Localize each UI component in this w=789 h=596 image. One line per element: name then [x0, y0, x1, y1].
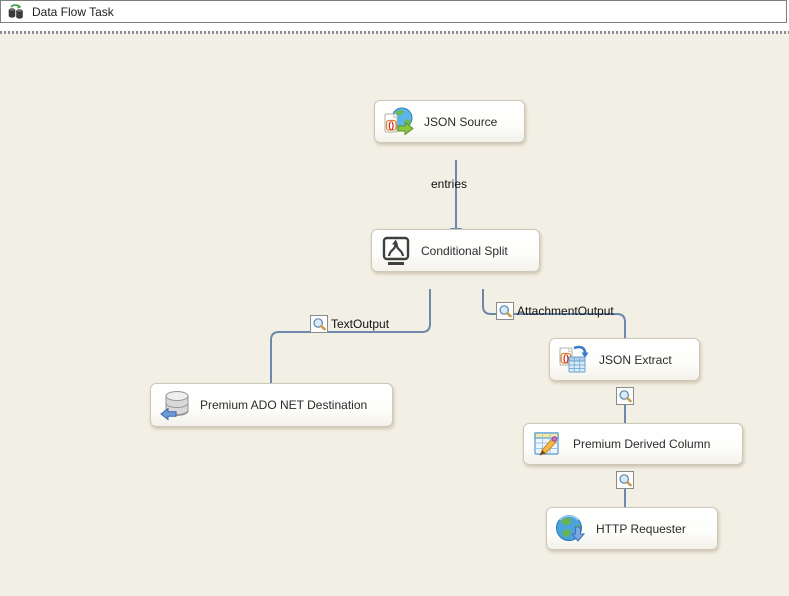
magnifier-icon — [619, 390, 632, 403]
node-label: HTTP Requester — [596, 521, 686, 536]
derived-column-icon — [532, 428, 564, 460]
node-http-requester[interactable]: HTTP Requester — [546, 507, 718, 550]
connector-label-attachmentoutput[interactable]: AttachmentOutput — [496, 302, 614, 320]
node-label: Premium Derived Column — [573, 437, 711, 451]
connector-label-entries: entries — [431, 177, 468, 191]
node-label: JSON Extract — [599, 352, 672, 367]
node-premium-ado-net-destination[interactable]: Premium ADO NET Destination — [150, 383, 393, 427]
svg-text:(): () — [388, 120, 394, 130]
data-viewer-button[interactable] — [310, 315, 328, 333]
data-viewer-button[interactable] — [616, 387, 634, 405]
data-viewer-button[interactable] — [496, 302, 514, 320]
connector-label-text: TextOutput — [331, 317, 390, 331]
json-extract-icon: () — [558, 344, 590, 376]
connector-textoutput[interactable] — [270, 289, 431, 388]
data-viewer-button[interactable] — [616, 471, 634, 489]
magnifier-icon — [619, 474, 632, 487]
data-flow-task-tab[interactable]: Data Flow Task — [0, 0, 787, 23]
connector-label-textoutput[interactable]: TextOutput — [310, 315, 389, 333]
node-json-extract[interactable]: () JSON Extract — [549, 338, 700, 381]
http-requester-icon — [555, 513, 587, 545]
design-surface[interactable]: () JSON Source Conditional Split — [0, 34, 789, 596]
magnifier-icon — [313, 318, 326, 331]
separator — [0, 31, 789, 34]
json-source-icon: () — [383, 106, 415, 138]
node-label: Premium ADO NET Destination — [200, 398, 368, 412]
node-conditional-split[interactable]: Conditional Split — [371, 229, 540, 272]
connector-label-text: AttachmentOutput — [517, 304, 614, 318]
tab-title: Data Flow Task — [32, 4, 114, 19]
node-label: Conditional Split — [421, 243, 508, 258]
conditional-split-icon — [380, 235, 412, 267]
connector-attachmentoutput[interactable] — [482, 289, 626, 344]
database-destination-icon — [159, 389, 191, 421]
data-flow-task-icon — [7, 3, 25, 20]
node-premium-derived-column[interactable]: Premium Derived Column — [523, 423, 743, 465]
svg-text:(): () — [563, 353, 569, 363]
node-json-source[interactable]: () JSON Source — [374, 100, 525, 143]
node-label: JSON Source — [424, 114, 498, 129]
magnifier-icon — [499, 305, 512, 318]
